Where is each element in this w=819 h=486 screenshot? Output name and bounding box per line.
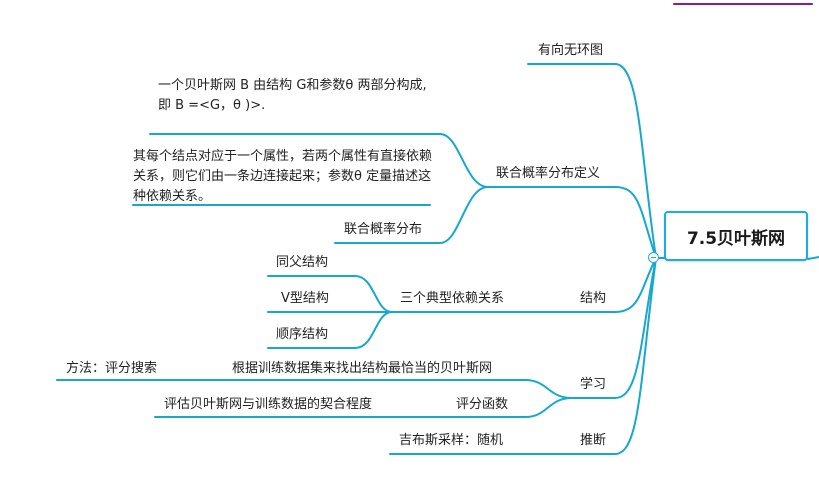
- node-method[interactable]: 方法：评分搜索: [66, 361, 158, 376]
- node-dag[interactable]: 有向无环图: [538, 43, 604, 58]
- connector-score-fn: [446, 397, 573, 418]
- node-v-structure[interactable]: V型结构: [281, 291, 329, 306]
- node-joint-note1[interactable]: 一个贝叶斯网 B 由结构 G和参数θ 两部分构成,即 B =<G，θ )>.: [158, 78, 427, 113]
- connector-learning: [571, 257, 657, 399]
- connector-joint-dist: [334, 186, 489, 244]
- connector-joint-note2: [149, 133, 489, 188]
- connector-common-parent: [267, 275, 393, 313]
- connector-structure: [571, 257, 657, 313]
- node-find-structure[interactable]: 根据训练数据集来找出结构最恰当的贝叶斯网: [232, 361, 493, 376]
- node-learning[interactable]: 学习: [580, 377, 607, 392]
- node-inference[interactable]: 推断: [580, 433, 607, 448]
- root-title: 7.5贝叶斯网: [686, 228, 786, 249]
- node-joint-note2[interactable]: 其每个结点对应于一个属性，若两个属性有直接依赖关系，则它们由一条边连接起来；参数…: [133, 149, 433, 204]
- root-right-stub: [807, 256, 819, 260]
- connector-inference: [571, 257, 657, 455]
- node-three-dependencies[interactable]: 三个典型依赖关系: [400, 291, 505, 306]
- node-structure[interactable]: 结构: [580, 291, 607, 306]
- collapse-toggle-icon[interactable]: [648, 252, 659, 263]
- node-score-function[interactable]: 评分函数: [456, 397, 509, 412]
- node-score-description[interactable]: 评估贝叶斯网与训练数据的契合程度: [164, 397, 373, 412]
- root-node[interactable]: 7.5贝叶斯网: [664, 211, 808, 261]
- node-gibbs-sampling[interactable]: 吉布斯采样：随机: [399, 433, 504, 448]
- connector-dag: [527, 63, 657, 259]
- node-common-parent[interactable]: 同父结构: [276, 255, 329, 270]
- node-joint-definition[interactable]: 联合概率分布定义: [496, 166, 601, 181]
- connector-find-structure: [224, 379, 573, 399]
- connector-joint-def: [487, 186, 657, 259]
- node-sequential[interactable]: 顺序结构: [276, 327, 329, 342]
- connector-sequential: [267, 311, 393, 349]
- node-joint-distribution[interactable]: 联合概率分布: [344, 222, 423, 237]
